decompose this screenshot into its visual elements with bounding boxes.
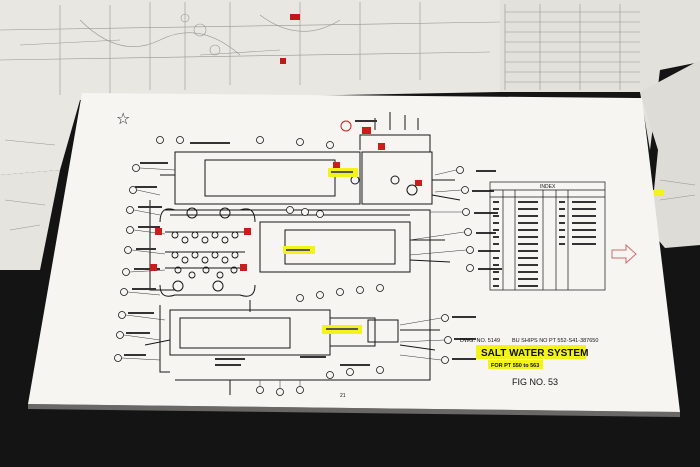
label-highlights (283, 168, 362, 334)
small-labels (124, 120, 502, 366)
bu-ships-number: BU SHIPS NO PT 552-S41-387650 (512, 338, 598, 344)
title-highlight (476, 345, 586, 359)
schematic-diagram (144, 112, 461, 395)
figure-number: FIG NO. 53 (512, 377, 558, 387)
main-drawing-sheet (28, 93, 680, 417)
red-valve-markers (150, 127, 422, 271)
drawing-number: DWG. NO. 5149 (460, 338, 500, 344)
drawing-subtitle: FOR PT 550 to 563 (491, 363, 539, 369)
page-number: 21 (340, 393, 346, 399)
star-mark: ☆ (116, 109, 130, 128)
red-circle-mark (340, 120, 352, 132)
leader-lines (121, 167, 467, 388)
subtitle-highlight (488, 360, 543, 369)
arrow-right-icon (611, 243, 637, 265)
index-table (489, 181, 606, 291)
drawing-title: SALT WATER SYSTEM (481, 348, 588, 359)
index-title: INDEX (540, 184, 556, 190)
index-rows (493, 201, 596, 287)
background-sheets (0, 0, 700, 270)
callout-balloons (114, 136, 474, 396)
